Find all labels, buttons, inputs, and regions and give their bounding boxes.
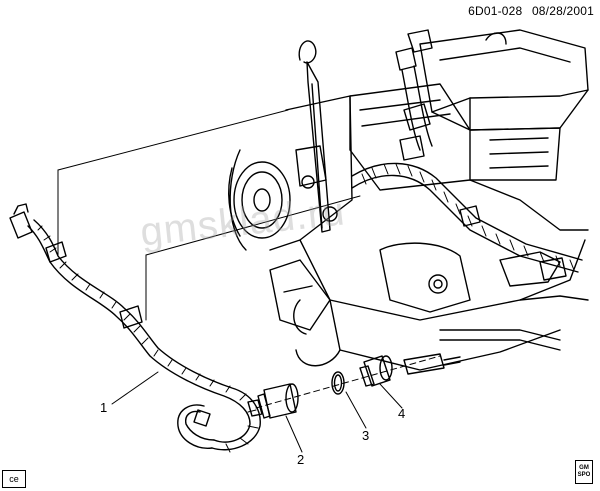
callout-leaders (111, 371, 403, 453)
ce-badge: ce (2, 470, 26, 488)
wiring-harness (9, 203, 261, 453)
diagram-id: 6D01-028 (468, 4, 523, 18)
callout-2: 2 (297, 452, 305, 467)
diagram-date: 08/28/2001 (531, 4, 594, 18)
engine-assembly (228, 29, 589, 375)
diagram-code: 6D01-028 08/28/2001 (462, 4, 594, 18)
leader-lines (57, 109, 361, 321)
callout-1: 1 (100, 400, 108, 415)
callout-4: 4 (398, 406, 406, 421)
gm-spo-logo-icon: GM SPO (575, 460, 593, 484)
logo-line-1: GM (579, 465, 589, 471)
callout-3: 3 (362, 428, 370, 443)
logo-line-2: SPO (577, 472, 591, 478)
sensor-part (247, 383, 299, 419)
grommet-part (359, 355, 393, 387)
assembly-axis (255, 355, 441, 409)
